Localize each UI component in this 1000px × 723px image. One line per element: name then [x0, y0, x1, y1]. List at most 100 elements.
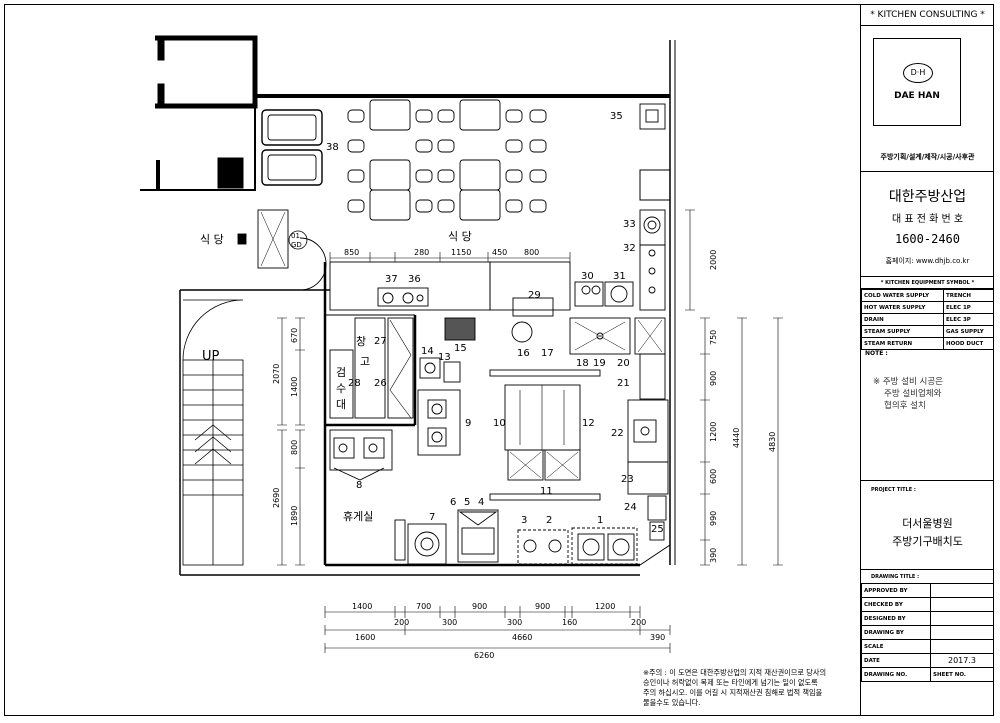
dim-left-800: 800 [290, 440, 299, 455]
dimension-lines [277, 209, 783, 653]
sym-hood-duct: HOOD DUCT [942, 337, 995, 350]
inspection-label-1: 검 [336, 366, 346, 379]
project-name: 더서울병원 [902, 517, 953, 530]
dim-bottom-200a: 200 [394, 618, 409, 627]
sym-steam-supply: STEAM SUPPLY [861, 325, 944, 338]
equipment-number-7: 7 [429, 512, 435, 523]
equipment-number-2: 2 [546, 515, 552, 526]
dim-right-750: 750 [709, 330, 718, 345]
logo-mark: D·H [903, 63, 933, 83]
sym-trench: TRENCH [942, 289, 995, 302]
note-label: NOTE : [865, 350, 888, 357]
notice-line-3: 주의 하십시오. 이를 어길 시 지적재산권 침해로 법적 책임을 [643, 688, 823, 697]
services-text: 주방기획/설계/제작/시공/사후관 [880, 153, 975, 161]
section-tag-bottom: GD [291, 241, 302, 249]
note-line-1: ※ 주방 설비 시공은 [873, 377, 943, 387]
dining-hall-label: 식 당 [448, 230, 472, 243]
dim-bottom-700: 700 [416, 602, 431, 611]
equipment-number-35: 35 [610, 111, 623, 122]
note-line-2: 주방 설비업체와 [884, 389, 942, 399]
designed-label: DESIGNED BY [861, 611, 931, 626]
drawn-label: DRAWING BY [861, 625, 931, 640]
note-text: ※ 주방 설비 시공은 주방 설비업체와 협의후 설치 [873, 376, 988, 412]
logo-text: DAE HAN [894, 91, 940, 101]
dim-right-600: 600 [709, 469, 718, 484]
section-tag-top: 01 [291, 232, 300, 240]
sym-elec-3p: ELEC 3P [942, 313, 995, 326]
sym-gas-supply: GAS SUPPLY [942, 325, 995, 338]
dim-top-1150: 1150 [451, 248, 471, 257]
phone-number: 1600-2460 [894, 232, 961, 246]
dining-entry-label: 식 당 [200, 233, 224, 246]
equipment-number-19: 19 [593, 358, 606, 369]
equipment-number-37: 37 [385, 274, 398, 285]
stairs-up-label: UP [202, 349, 220, 364]
dim-bottom-1400: 1400 [352, 602, 372, 611]
equipment-number-9: 9 [465, 418, 471, 429]
equipment-number-10: 10 [493, 418, 506, 429]
equipment-number-6: 6 [450, 497, 456, 508]
dimension-texts: 850 280 1150 450 800 2000 750 900 1200 6… [272, 248, 777, 660]
dim-left-1400: 1400 [290, 377, 299, 397]
dim-right-2000: 2000 [709, 250, 718, 270]
logo-box: D·H DAE HAN [873, 38, 961, 126]
dim-bottom-160: 160 [562, 618, 577, 627]
storage-label-1: 창 [356, 335, 366, 348]
equipment [237, 103, 669, 565]
equipment-number-5: 5 [464, 497, 470, 508]
sheet-no-label: SHEET NO. [930, 667, 994, 682]
tb-company-area: 대한주방산업 대 표 전 화 번 호 1600-2460 홈페이지: www.d… [861, 172, 994, 277]
equipment-number-30: 30 [581, 271, 594, 282]
staircase [182, 299, 244, 566]
equipment-number-18: 18 [576, 358, 589, 369]
notice-line-1: ※주의 : 이 도면은 대한주방산업의 지적 재산권이므로 당사의 [643, 668, 827, 677]
equipment-number-25: 25 [651, 524, 664, 535]
dim-left-1890: 1890 [290, 506, 299, 526]
company-name: 대한주방산업 [888, 189, 967, 205]
equipment-number-28: 28 [348, 378, 361, 389]
dim-left-2690: 2690 [272, 488, 281, 508]
equipment-number-26: 26 [374, 378, 387, 389]
project-title-label: PROJECT TITLE : [871, 487, 916, 493]
sym-elec-1p: ELEC 1P [942, 301, 995, 314]
equipment-number-33: 33 [623, 219, 636, 230]
homepage-text: 홈페이지: www.dhjb.co.kr [885, 257, 970, 265]
dim-top-450: 450 [492, 248, 507, 257]
dim-bottom-900a: 900 [472, 602, 487, 611]
symbol-header: * KITCHEN EQUIPMENT SYMBOL * [861, 277, 994, 289]
equipment-number-36: 36 [408, 274, 421, 285]
equipment-number-27: 27 [374, 336, 387, 347]
dim-top-800: 800 [524, 248, 539, 257]
dim-bottom-300a: 300 [442, 618, 457, 627]
equipment-number-8: 8 [356, 480, 362, 491]
phone-label: 대 표 전 화 번 호 [891, 214, 964, 225]
equipment-number-21: 21 [617, 378, 630, 389]
inspection-label-3: 대 [336, 398, 346, 411]
rest-room-label: 휴게실 [343, 510, 373, 523]
dim-top-850: 850 [344, 248, 359, 257]
dim-left-670: 670 [290, 328, 299, 343]
tb-logo-area: D·H DAE HAN 주방기획/설계/제작/시공/사후관 [861, 26, 994, 172]
equipment-number-11: 11 [540, 486, 553, 497]
equipment-number-15: 15 [454, 343, 467, 354]
storage-label-2: 고 [360, 355, 370, 368]
dim-bottom-200b: 200 [631, 618, 646, 627]
sym-cold-water: COLD WATER SUPPLY [861, 289, 944, 302]
equipment-number-14: 14 [421, 346, 434, 357]
drawing-title-label: DRAWING TITLE : [871, 574, 920, 580]
approved-label: APPROVED BY [861, 583, 931, 598]
equipment-number-17: 17 [541, 348, 554, 359]
sym-hot-water: HOT WATER SUPPLY [861, 301, 944, 314]
dim-right-390: 390 [709, 548, 718, 563]
notice-line-4: 물을수도 있습니다. [643, 698, 701, 707]
date-label: DATE [861, 653, 931, 668]
dim-right-900: 900 [709, 371, 718, 386]
dim-right-1200: 1200 [709, 422, 718, 442]
sym-drain: DRAIN [861, 313, 944, 326]
approval-table: APPROVED BY CHECKED BY DESIGNED BY DRAWI… [861, 583, 994, 682]
equipment-number-12: 12 [582, 418, 595, 429]
room-labels: 식 당 식 당 창 고 검 수 대 휴게실 UP 01 GD [200, 230, 472, 523]
dim-bottom-1600: 1600 [355, 633, 375, 642]
equipment-number-13: 13 [438, 352, 451, 363]
